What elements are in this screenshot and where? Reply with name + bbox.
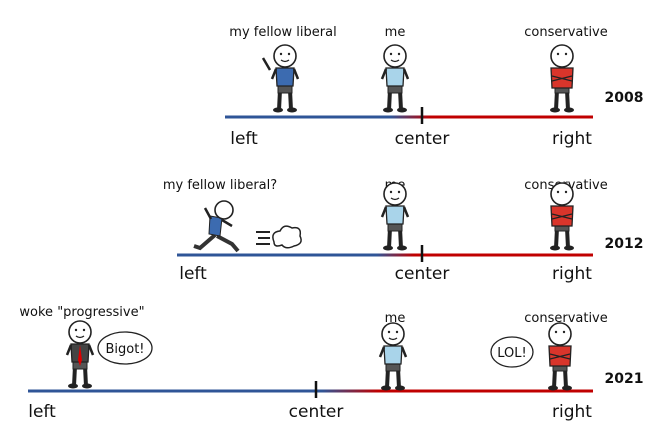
year-label: 2012 xyxy=(605,236,644,252)
year-label: 2008 xyxy=(605,90,644,106)
liberal-label: my fellow liberal? xyxy=(163,178,277,193)
me-figure xyxy=(380,181,410,253)
speech-bubble-lol: LOL! xyxy=(490,336,534,368)
row-2012: left center right 2012 my fellow liberal… xyxy=(163,178,644,284)
axis-center-label: center xyxy=(289,402,344,422)
axis-center-label: center xyxy=(395,129,450,149)
year-label: 2021 xyxy=(605,371,644,387)
row-2008: left center right 2008 my fellow liberal… xyxy=(225,25,643,149)
axis-left-label: left xyxy=(179,264,207,284)
axis-right-label: right xyxy=(552,129,592,149)
me-figure xyxy=(380,43,410,115)
red-tie-icon xyxy=(78,345,82,366)
row-2021: left center right 2021 woke "progressive… xyxy=(19,305,643,422)
speech-bubble-bigot: Bigot! xyxy=(97,331,153,365)
axis-right-label: right xyxy=(552,402,592,422)
running-liberal-figure xyxy=(193,200,240,253)
waving-hand-icon xyxy=(261,57,272,71)
svg-text:LOL!: LOL! xyxy=(497,346,526,361)
dust-cloud-icon xyxy=(256,225,302,249)
axis-left-label: left xyxy=(28,402,56,422)
conservative-figure xyxy=(548,181,576,253)
me-label: me xyxy=(385,311,406,326)
me-label: me xyxy=(385,25,406,40)
liberal-label: my fellow liberal xyxy=(229,25,336,40)
conservative-label: conservative xyxy=(524,311,608,326)
conservative-figure xyxy=(546,321,574,393)
axis-center-label: center xyxy=(395,264,450,284)
axis-left-label: left xyxy=(230,129,258,149)
svg-text:Bigot!: Bigot! xyxy=(105,342,144,357)
liberal-figure xyxy=(270,43,300,115)
axis-right-label: right xyxy=(552,264,592,284)
woke-progressive-label: woke "progressive" xyxy=(19,305,144,320)
me-figure xyxy=(378,321,408,393)
conservative-figure xyxy=(548,43,576,115)
conservative-label: conservative xyxy=(524,25,608,40)
